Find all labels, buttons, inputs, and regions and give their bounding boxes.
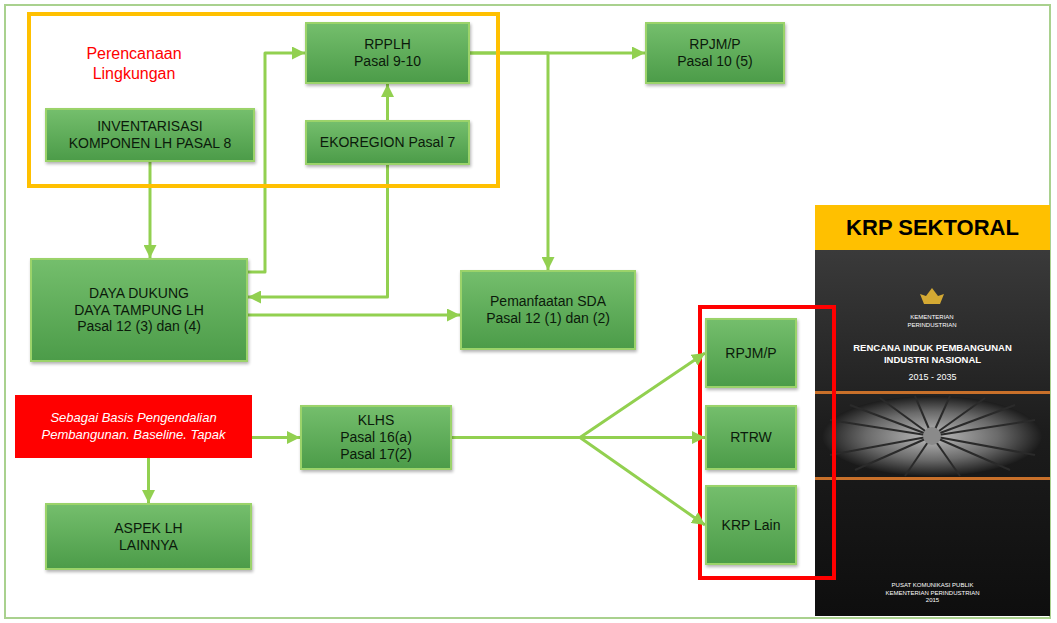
process-box: INVENTARISASIKOMPONEN LH PASAL 8 <box>45 108 255 162</box>
node-text: KOMPONEN LH PASAL 8 <box>69 135 232 152</box>
connector-arrow <box>149 162 152 258</box>
outer-frame <box>5 5 1050 618</box>
connector-arrow <box>252 436 300 439</box>
book-years: 2015 - 2035 <box>845 372 1020 383</box>
node-text: KLHS <box>358 412 395 429</box>
book-title: RENCANA INDUK PEMBANGUNAN INDUSTRI NASIO… <box>845 342 1020 366</box>
connector-arrow <box>386 84 389 120</box>
node-text: Pasal 16(a) <box>340 429 412 446</box>
node-text: RPJM/P <box>725 345 776 362</box>
node-text: RPPLH <box>364 36 411 53</box>
turbine-blades <box>830 396 1035 476</box>
process-box: RPPLHPasal 9-10 <box>305 22 470 84</box>
process-box: Pemanfaatan SDAPasal 12 (1) dan (2) <box>460 270 636 350</box>
connector-arrow <box>452 438 705 526</box>
node-text: EKOREGION Pasal 7 <box>320 134 455 151</box>
process-box: KLHSPasal 16(a)Pasal 17(2) <box>300 405 452 470</box>
process-box: RPJM/P <box>705 318 797 388</box>
node-text: Perencanaan Lingkungan <box>69 44 199 84</box>
node-text: Pasal 17(2) <box>340 446 412 463</box>
node-text: KRP Lain <box>722 517 781 534</box>
planning-group: Perencanaan Lingkungan RPPLHPasal 9-10INV… <box>27 12 500 188</box>
connector-arrow <box>248 53 305 272</box>
process-box: RPJM/PPasal 10 (5) <box>645 22 785 84</box>
process-box: KRP Lain <box>705 485 797 565</box>
connector-arrow <box>248 314 460 317</box>
node-text: ASPEK LH <box>114 520 182 537</box>
node-text: Pasal 12 (3) dan (4) <box>77 318 201 335</box>
node-text: Pemanfaatan SDA <box>490 293 606 310</box>
cover-ground <box>815 250 1050 616</box>
node-text: LAINNYA <box>119 537 178 554</box>
node-text: Sebagai Basis Pengendalian Pembangunan. … <box>25 410 242 444</box>
node-text: DAYA DUKUNG <box>89 285 189 302</box>
process-box: DAYA DUKUNGDAYA TAMPUNG LHPasal 12 (3) d… <box>30 258 248 362</box>
node-text: Pasal 12 (1) dan (2) <box>486 310 610 327</box>
connector-arrow <box>470 53 548 270</box>
node-text: Pasal 9-10 <box>354 53 421 70</box>
connector-arrow <box>147 458 150 503</box>
node-text: Pasal 10 (5) <box>677 53 752 70</box>
process-box: RTRW <box>705 405 797 470</box>
cover-band <box>815 477 1050 480</box>
node-text: KRP SEKTORAL <box>846 215 1019 241</box>
node-text: RTRW <box>730 429 771 446</box>
turbine-hub <box>923 427 941 445</box>
connector-arrow <box>452 353 705 438</box>
ministry-name: KEMENTERIAN PERINDUSTRIAN <box>897 314 967 329</box>
title-banner: KRP SEKTORAL <box>815 205 1050 250</box>
note-box: Sebagai Basis Pengendalian Pembangunan. … <box>15 395 252 458</box>
turbine <box>822 396 1042 476</box>
publisher-name: PUSAT KOMUNIKASI PUBLIK KEMENTERIAN PERI… <box>885 582 980 605</box>
node-text: DAYA TAMPUNG LH <box>74 302 204 319</box>
highlight-frame <box>700 307 834 578</box>
cover-band <box>815 391 1050 394</box>
book-cover <box>815 250 1050 616</box>
emblem <box>920 288 944 304</box>
process-box: ASPEK LHLAINNYA <box>45 503 252 570</box>
node-text: INVENTARISASI <box>97 118 203 135</box>
node-text: RPJM/P <box>689 36 740 53</box>
process-box: EKOREGION Pasal 7 <box>305 120 470 165</box>
